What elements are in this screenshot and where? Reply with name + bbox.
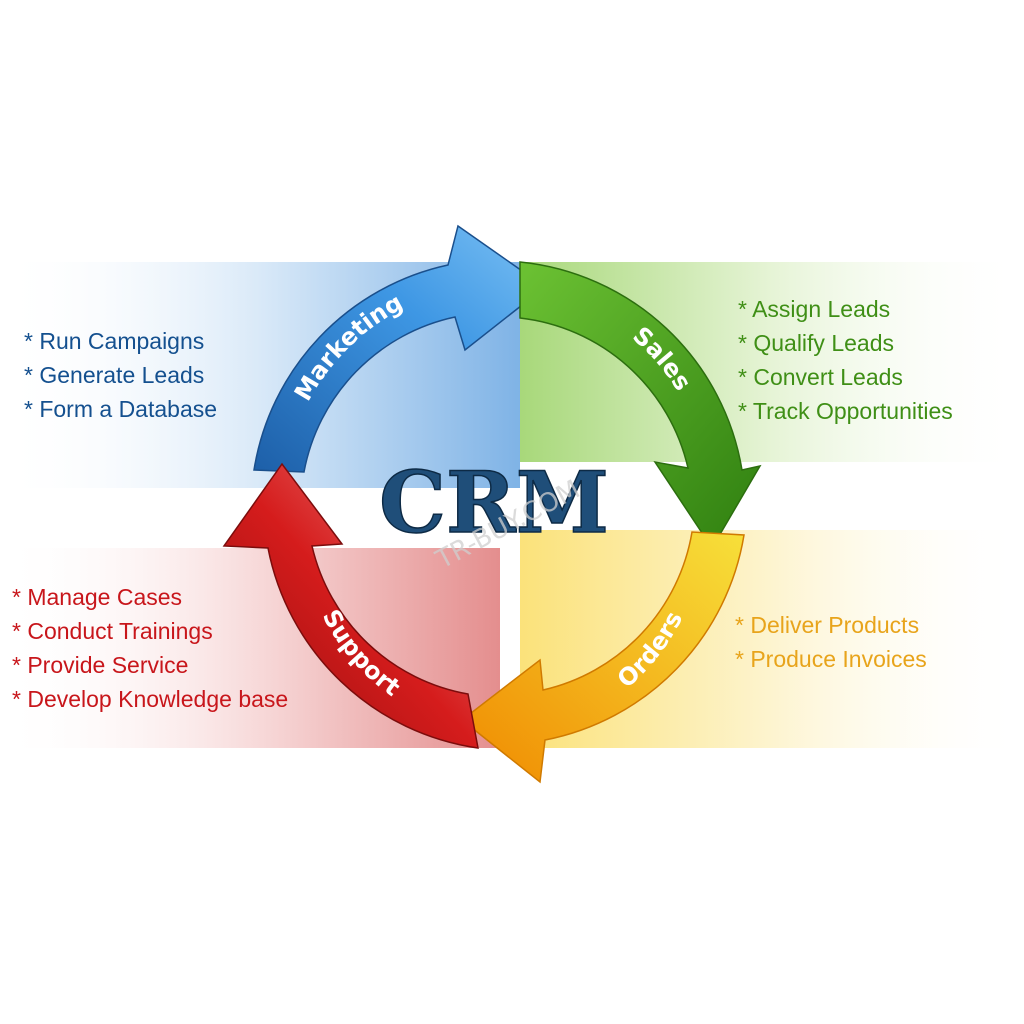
crm-title: CRM xyxy=(379,453,609,552)
list-item: * Track Opportunities xyxy=(738,398,953,424)
list-item: * Qualify Leads xyxy=(738,330,894,356)
list-item: * Generate Leads xyxy=(24,362,205,388)
sales-task-list: * Assign Leads * Qualify Leads * Convert… xyxy=(738,292,953,428)
list-item: * Provide Service xyxy=(12,652,189,678)
sales-arrow xyxy=(519,261,762,550)
list-item: * Form a Database xyxy=(24,396,218,422)
list-item: * Manage Cases xyxy=(12,584,183,610)
list-item: * Conduct Trainings xyxy=(12,618,213,644)
support-task-list: * Manage Cases * Conduct Trainings * Pro… xyxy=(12,580,288,716)
marketing-arrow xyxy=(253,224,547,473)
list-item: * Produce Invoices xyxy=(735,646,927,672)
orders-task-list: * Deliver Products * Produce Invoices xyxy=(735,608,927,676)
list-item: * Develop Knowledge base xyxy=(12,686,289,712)
list-item: * Deliver Products xyxy=(735,612,920,638)
list-item: * Run Campaigns xyxy=(24,328,205,354)
marketing-task-list: * Run Campaigns * Generate Leads * Form … xyxy=(24,324,217,426)
list-item: * Assign Leads xyxy=(738,296,891,322)
orders-arrow xyxy=(460,531,745,784)
support-arrow xyxy=(222,462,479,749)
list-item: * Convert Leads xyxy=(738,364,903,390)
